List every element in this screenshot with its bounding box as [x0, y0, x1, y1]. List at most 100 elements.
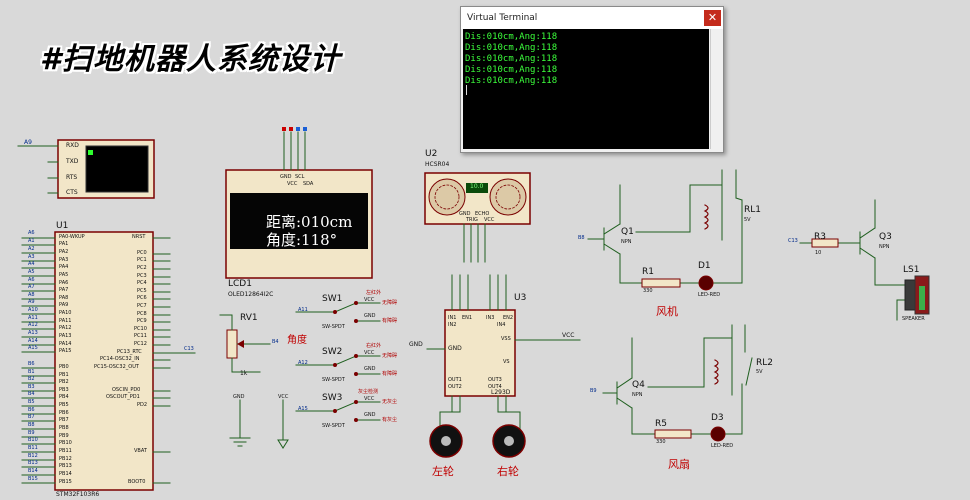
q3-net: C13	[788, 238, 798, 244]
driver-pin: IN1	[448, 315, 457, 321]
sw2-gnd: GND	[364, 366, 376, 372]
sw2-part: SW-SPDT	[322, 377, 345, 383]
sw3-vcc: VCC	[364, 396, 375, 402]
virtual-terminal-window[interactable]: Virtual Terminal ✕ Dis:010cm,Ang:118 Dis…	[460, 6, 724, 153]
mcu-pin-label: PB10	[59, 440, 72, 446]
mcu-pin-label: PB0	[59, 364, 69, 370]
mcu-pin-label: PB3	[59, 387, 69, 393]
q4-type: NPN	[632, 392, 643, 398]
mcu-net-label: B4	[28, 391, 35, 397]
rl1-voltage: 5V	[744, 217, 751, 223]
mcu-pin-label: OSCOUT_PD1	[106, 394, 140, 400]
driver-pin: GND	[448, 345, 462, 352]
mcu-component[interactable]	[54, 231, 154, 491]
sw2-vcc: VCC	[364, 350, 375, 356]
sw1-part: SW-SPDT	[322, 324, 345, 330]
sw1-gnd: GND	[364, 313, 376, 319]
mcu-pin-label: PC2	[137, 265, 147, 271]
mcu-net-label: A5	[28, 269, 35, 275]
net-label: A9	[24, 139, 32, 146]
led-d3[interactable]	[710, 426, 726, 442]
sonar-pin: VCC	[484, 217, 495, 223]
terminal-scrollbar[interactable]	[710, 29, 722, 149]
driver-pin: OUT1	[448, 377, 462, 383]
mcu-pin-label: PA11	[59, 318, 72, 324]
mcu-pin-label: PA14	[59, 341, 72, 347]
sonar-designator: U2	[425, 149, 438, 159]
d3-designator: D3	[711, 413, 724, 423]
mcu-pin-label: PC1	[137, 257, 147, 263]
driver-pin: IN3	[486, 315, 495, 321]
q4-net: B9	[590, 388, 597, 394]
mcu-net-label: C13	[184, 346, 194, 352]
mcu-part: STM32F103R6	[56, 491, 100, 498]
mcu-pin-label: PC5	[137, 288, 147, 294]
d1-designator: D1	[698, 261, 711, 271]
pot-value: 1k	[240, 370, 248, 377]
mcu-pin-label: PB5	[59, 402, 69, 408]
mcu-net-label: A15	[28, 345, 38, 351]
speaker-ls1[interactable]	[904, 279, 916, 311]
mcu-pin-label: PC7	[137, 303, 147, 309]
mcu-net-label: A6	[28, 230, 35, 236]
sonar-display: 10.0	[470, 183, 484, 190]
mcu-pin-label: PC13_RTC	[117, 349, 142, 355]
mcu-pin-label: PA2	[59, 249, 69, 255]
angle-label: 角度	[287, 335, 307, 346]
mcu-pin-label: PB7	[59, 417, 69, 423]
driver-pin: OUT2	[448, 384, 462, 390]
mcu-pin-label: PA13	[59, 333, 72, 339]
driver-pin: VS	[503, 359, 510, 365]
mcu-pin-label: PB14	[59, 471, 72, 477]
lcd-screen: 距离:010cm 角度:118°	[230, 193, 368, 249]
mcu-net-label: A10	[28, 307, 38, 313]
mcu-net-label: A2	[28, 246, 35, 252]
sw3-title: 灰尘检测	[358, 389, 379, 395]
mcu-net-label: B6	[28, 407, 35, 413]
mcu-pin-label: BOOT0	[128, 479, 146, 485]
mcu-pin-label: PC9	[137, 318, 147, 324]
driver-pin: OUT3	[488, 377, 502, 383]
driver-pin: IN4	[497, 322, 506, 328]
mcu-pin-label: PC11	[134, 333, 147, 339]
mcu-net-label: B7	[28, 414, 35, 420]
mcu-pin-label: PC8	[137, 311, 147, 317]
mcu-pin-label: PA4	[59, 264, 69, 270]
mcu-net-label: A1	[28, 238, 35, 244]
mcu-pin-label: PB2	[59, 379, 69, 385]
mcu-net-label: A4	[28, 261, 35, 267]
pot-rv1[interactable]	[219, 314, 271, 373]
sonar-pin: TRIG	[466, 217, 478, 223]
q3-type: NPN	[879, 244, 890, 250]
sw3-top-label: 无灰尘	[382, 399, 398, 405]
terminal-title-bar[interactable]: Virtual Terminal ✕	[461, 7, 723, 29]
driver-component[interactable]	[444, 309, 516, 397]
led-d1[interactable]	[698, 275, 714, 291]
mcu-net-label: A8	[28, 292, 35, 298]
close-icon[interactable]: ✕	[704, 10, 721, 26]
mcu-pin-label: PC4	[137, 280, 147, 286]
mcu-net-label: B2	[28, 376, 35, 382]
mcu-pin-label: PC15-OSC32_OUT	[94, 364, 139, 370]
lcd-part: OLED12864I2C	[228, 291, 274, 298]
mcu-pin-label: PA5	[59, 272, 69, 278]
mcu-pin-label: PB6	[59, 410, 69, 416]
mcu-net-label: B12	[28, 453, 38, 459]
terminal-output[interactable]: Dis:010cm,Ang:118 Dis:010cm,Ang:118 Dis:…	[463, 29, 709, 149]
sw2-net: A12	[298, 360, 308, 366]
mcu-pin-label: PA9	[59, 302, 69, 308]
page-title: #扫地机器人系统设计	[40, 42, 341, 77]
q4-designator: Q4	[632, 380, 645, 390]
mcu-pin-label: PB12	[59, 456, 72, 462]
sw2-title: 右红外	[366, 343, 382, 349]
vterm-pin-rts: RTS	[66, 174, 78, 181]
mcu-pin-label: PB11	[59, 448, 72, 454]
r5-value: 330	[656, 439, 666, 445]
left-wheel-label: 左轮	[432, 465, 454, 478]
mcu-pin-label: PC10	[134, 326, 147, 332]
right-wheel-label: 右轮	[497, 465, 519, 478]
d3-part: LED-RED	[711, 443, 734, 449]
mcu-pin-label: PA10	[59, 310, 72, 316]
driver-pin: OUT4	[488, 384, 502, 390]
